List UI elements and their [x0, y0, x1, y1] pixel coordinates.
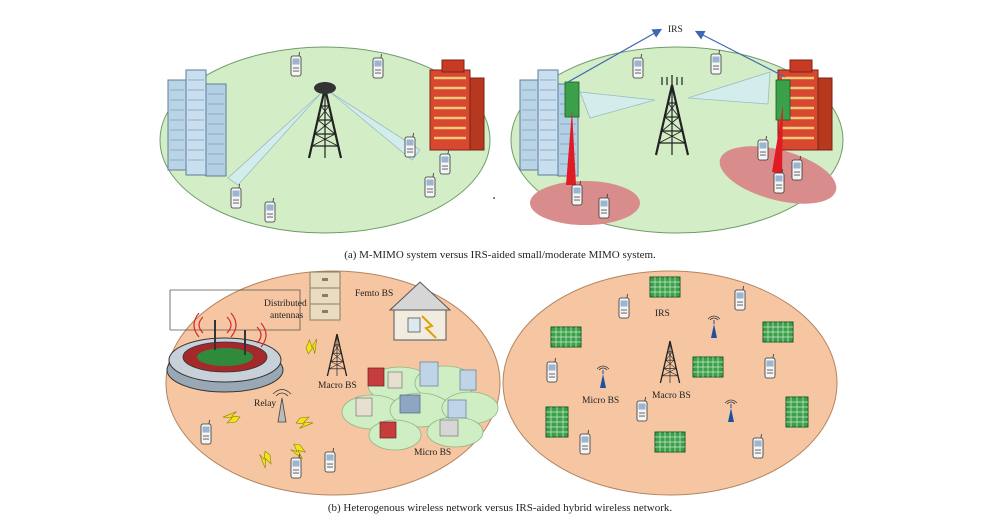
irs-label: IRS	[668, 25, 683, 35]
beam	[227, 91, 323, 186]
panel-b-left-hetnet: Distributed antennas Femto BS Macro BS R…	[165, 270, 501, 496]
tower-icon	[307, 82, 343, 160]
distributed-antennas-label: Distributed	[264, 299, 307, 309]
irs-panel-icon	[649, 276, 681, 298]
relay-icon	[272, 389, 292, 423]
micro-bs-cluster	[341, 361, 499, 451]
macro-bs-label: Macro BS	[318, 381, 357, 391]
beam	[579, 91, 656, 119]
micro-bs-label: Micro BS	[582, 396, 619, 406]
building-icon	[428, 58, 486, 152]
panel-a-right-irs: IRS	[510, 25, 844, 234]
panel-a-left-mmimo	[159, 46, 491, 234]
caption-a: (a) M-MIMO system versus IRS-aided small…	[344, 249, 656, 261]
irs-panel-icon	[692, 356, 724, 378]
femto-bs-label: Femto BS	[355, 289, 393, 299]
macro-bs-label: Macro BS	[652, 391, 691, 401]
red-beam	[772, 105, 783, 174]
red-coverage-zone	[530, 181, 640, 225]
arrow-to-irs	[567, 28, 663, 83]
irs-panel-icon	[654, 431, 686, 453]
red-beam	[566, 110, 576, 185]
irs-panel-icon	[550, 326, 582, 348]
irs-panel-icon	[545, 406, 569, 438]
stadium-icon	[166, 312, 284, 393]
house-icon	[388, 281, 452, 341]
beam	[687, 71, 771, 105]
beam	[329, 91, 421, 161]
distributed-antennas-label: antennas	[270, 311, 304, 321]
panel-b-right-irs-hybrid: IRS Micro BS Macro BS	[502, 270, 838, 496]
irs-panel-icon	[762, 321, 794, 343]
caption-b: (b) Heterogenous wireless network versus…	[328, 502, 673, 514]
tower-icon	[654, 75, 690, 157]
relay-label: Relay	[254, 399, 276, 409]
server-icon	[309, 271, 341, 321]
building-icon	[167, 69, 227, 177]
micro-bs-label: Micro BS	[414, 448, 451, 458]
irs-panel-icon	[785, 396, 809, 428]
arrow-to-irs	[694, 30, 786, 78]
stray-dot	[493, 197, 495, 199]
irs-label: IRS	[655, 309, 670, 319]
irs-panel-icon	[775, 79, 791, 121]
